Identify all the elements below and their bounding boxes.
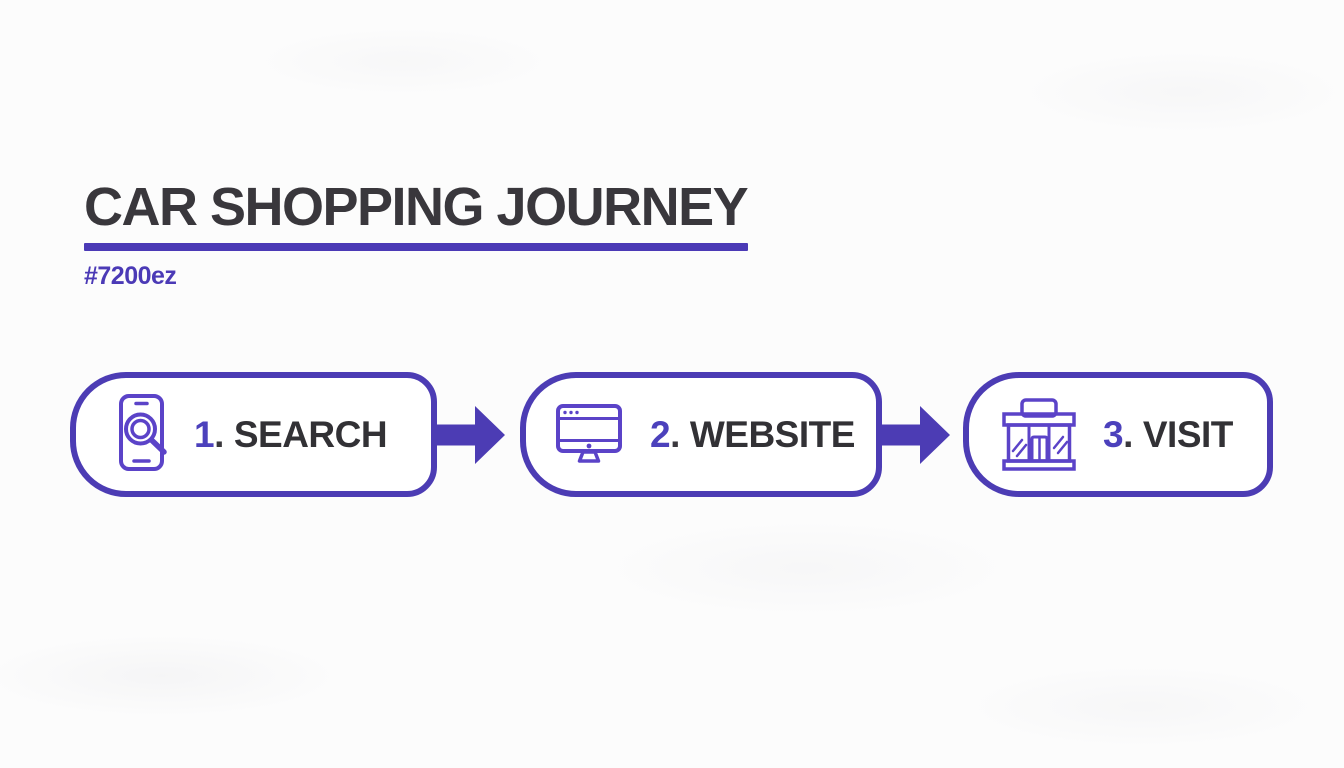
- step-number-dot: .: [214, 413, 224, 455]
- flow-arrow-icon: [437, 405, 505, 464]
- step-label: VISIT: [1142, 413, 1234, 455]
- phone-search-icon: [116, 393, 170, 477]
- flow-arrow-icon: [882, 405, 950, 464]
- step-number: 3: [1103, 413, 1124, 455]
- storefront-icon: [1001, 397, 1077, 472]
- step-label: SEARCH: [233, 413, 388, 455]
- step-text: 2.WEBSITE: [650, 414, 855, 456]
- step-card-visit: 3.VISIT: [963, 372, 1273, 497]
- step-text: 1.SEARCH: [194, 413, 388, 456]
- step-card-search: 1.SEARCH: [70, 372, 437, 497]
- step-text: 3.VISIT: [1103, 414, 1233, 456]
- journey-flow: 1.SEARCH 2.WEBSITE: [70, 372, 1273, 497]
- project-hashtag: #7200ez: [84, 262, 177, 290]
- step-number-dot: .: [670, 413, 680, 455]
- step-label: WEBSITE: [689, 413, 856, 455]
- step-number: 1: [194, 413, 215, 455]
- step-number-dot: .: [1123, 413, 1133, 455]
- infographic-title: CAR SHOPPING JOURNEY: [84, 177, 749, 237]
- title-underline: [84, 243, 748, 251]
- header: CAR SHOPPING JOURNEY #7200ez: [84, 177, 749, 291]
- computer-monitor-icon: [556, 403, 622, 466]
- step-card-website: 2.WEBSITE: [520, 372, 882, 497]
- step-number: 2: [650, 413, 671, 455]
